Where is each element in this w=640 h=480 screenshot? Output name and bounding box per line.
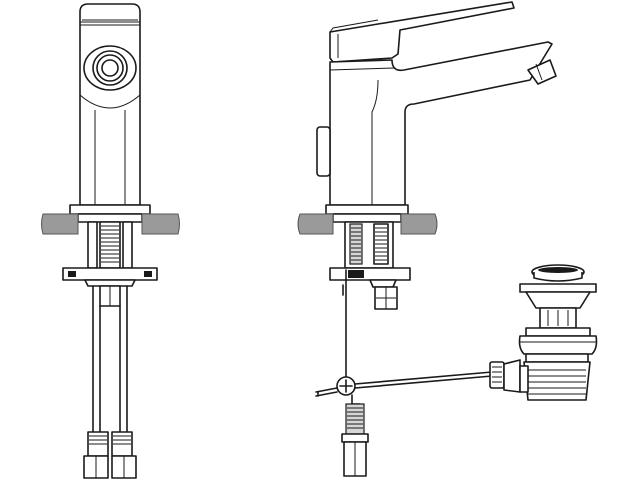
hose-nut-side (374, 286, 398, 310)
supply-hoses-front (92, 285, 128, 433)
faucet-body-front (79, 3, 141, 206)
side-view (297, 1, 598, 477)
mounting-nut-front (69, 204, 151, 223)
pivot-nut-icon (489, 359, 521, 393)
drain-body-icon (518, 327, 598, 401)
linkage-rod (315, 371, 493, 397)
supply-hose-side (341, 394, 369, 477)
hose-nut-front (99, 285, 121, 307)
fixing-plate-front (62, 267, 158, 287)
lever-handle-icon (329, 1, 515, 63)
front-view (41, 3, 180, 479)
countertop-front (41, 213, 180, 235)
faucet-body-side (329, 41, 553, 206)
aerator-icon (527, 59, 557, 85)
clamp-screw-icon (336, 376, 356, 396)
pop-up-knob-icon (316, 126, 331, 177)
countertop-side (297, 213, 438, 235)
hose-connectors-front (83, 431, 137, 479)
drain-plug-icon (519, 264, 597, 329)
fixing-plate-side (329, 267, 411, 288)
threaded-rod-side (344, 221, 394, 269)
mounting-nut-side (325, 204, 409, 223)
pop-up-rod (342, 269, 347, 386)
threaded-rod-front (87, 221, 133, 269)
temperature-limiter-icon (83, 45, 137, 91)
